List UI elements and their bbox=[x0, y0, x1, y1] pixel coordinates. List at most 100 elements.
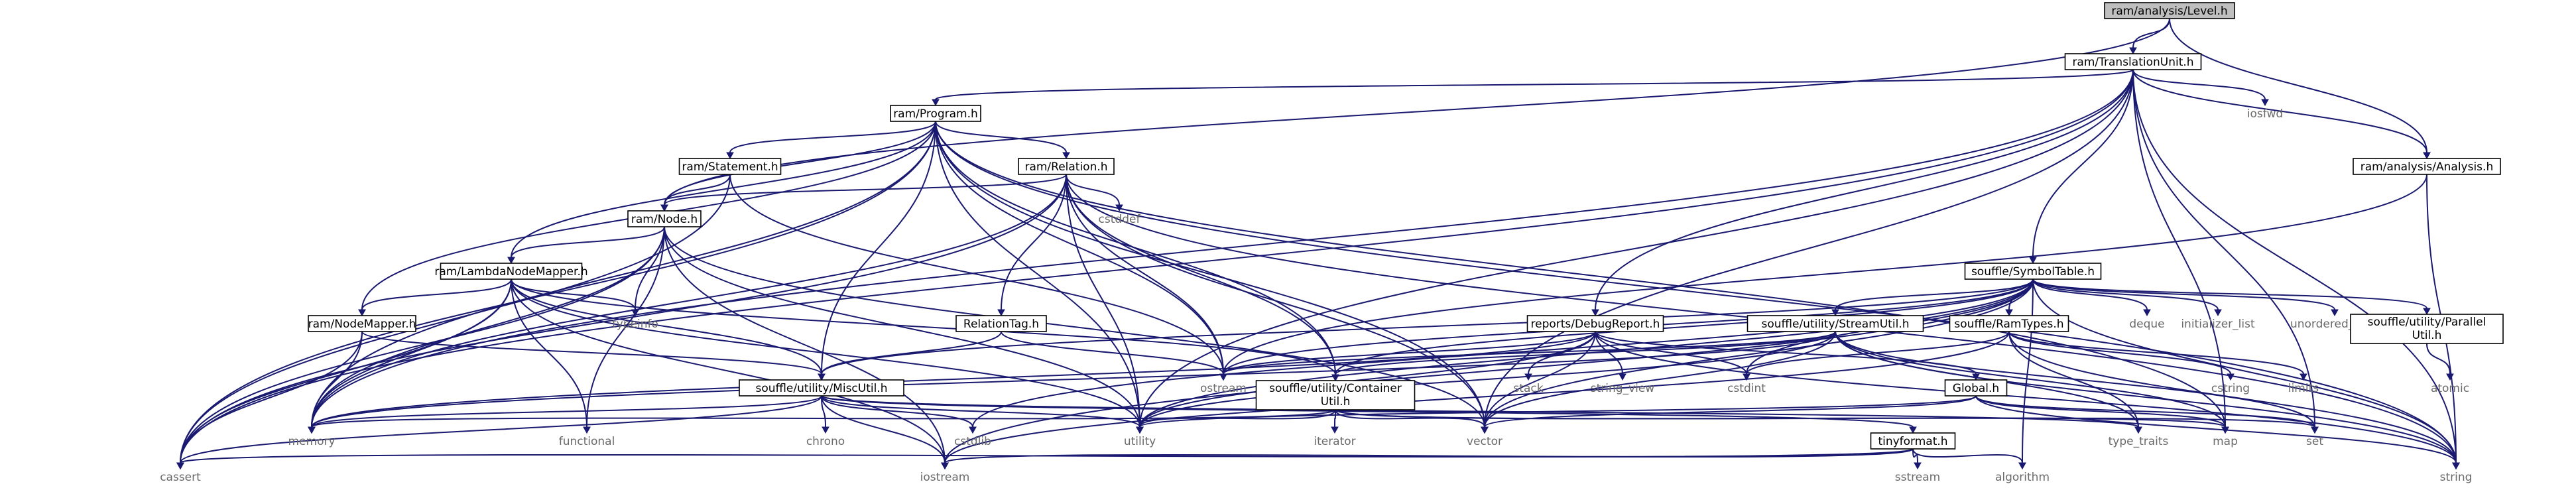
edge-tu-to-utility bbox=[1139, 69, 2134, 428]
node-label: stack bbox=[1513, 382, 1543, 395]
node-tinyformat[interactable]: tinyformat.h bbox=[1870, 432, 1956, 450]
edge-symtab-to-parallel bbox=[2032, 278, 2427, 309]
edge-arrowhead bbox=[2129, 47, 2137, 55]
edge-debug-to-vector bbox=[1484, 331, 1596, 428]
node-stream[interactable]: souffle/utility/StreamUtil.h bbox=[1747, 315, 1924, 332]
node-label: reports/DebugReport.h bbox=[1531, 318, 1660, 331]
node-cassert: cassert bbox=[160, 471, 201, 484]
edge-global-to-utility bbox=[1139, 395, 1977, 428]
edge-global-to-string bbox=[1975, 395, 2457, 463]
edge-statement-to-cassert bbox=[180, 174, 731, 463]
edge-reltag-to-ostream bbox=[1001, 331, 1224, 375]
node-misc[interactable]: souffle/utility/MiscUtil.h bbox=[739, 379, 904, 397]
edge-lnm-to-memory bbox=[311, 278, 512, 428]
node-deque: deque bbox=[2129, 318, 2164, 331]
node-box bbox=[2104, 2, 2235, 19]
node-label: limits bbox=[2288, 382, 2319, 395]
node-label: type_traits bbox=[2109, 435, 2169, 448]
edge-node-to-typeinfo bbox=[635, 226, 665, 310]
edge-nodemapper-to-memory bbox=[311, 331, 363, 428]
edge-program-to-relation bbox=[935, 121, 1067, 153]
node-global[interactable]: Global.h bbox=[1944, 379, 2008, 397]
node-node[interactable]: ram/Node.h bbox=[627, 210, 702, 227]
node-symtab[interactable]: souffle/SymbolTable.h bbox=[1964, 263, 2102, 280]
edge-arrowhead bbox=[2300, 373, 2307, 381]
node-nodemapper[interactable]: ram/NodeMapper.h bbox=[308, 315, 416, 332]
edge-arrowhead bbox=[818, 373, 826, 381]
edge-lnm-to-utility bbox=[511, 278, 1140, 428]
node-relation[interactable]: ram/Relation.h bbox=[1018, 158, 1115, 175]
edge-arrowhead bbox=[2423, 308, 2431, 316]
node-box bbox=[1018, 158, 1115, 175]
node-label: souffle/RamTypes.h bbox=[1954, 318, 2063, 331]
node-label: string_view bbox=[1591, 382, 1655, 395]
node-label: functional bbox=[559, 435, 615, 448]
edge-program-to-ostream bbox=[935, 121, 1224, 375]
edge-program-to-lnm bbox=[511, 121, 936, 258]
edge-arrowhead bbox=[2018, 462, 2026, 470]
edge-debug-to-stringview bbox=[1595, 331, 1623, 375]
edge-ramtypes-to-iostream bbox=[944, 331, 2010, 463]
edge-arrowhead bbox=[822, 426, 829, 434]
edge-arrowhead bbox=[660, 204, 668, 212]
node-label: deque bbox=[2129, 318, 2164, 331]
edge-global-to-map bbox=[1975, 395, 2226, 428]
node-label: Global.h bbox=[1953, 382, 1999, 395]
edge-container-to-set bbox=[1335, 409, 2315, 428]
edge-ramtypes-to-limits bbox=[2008, 331, 2304, 375]
edge-debug-to-ostream bbox=[1223, 331, 1596, 375]
edge-arrowhead bbox=[631, 309, 639, 317]
edge-node-to-cassert bbox=[180, 226, 665, 463]
node-ramtypes[interactable]: souffle/RamTypes.h bbox=[1949, 315, 2069, 332]
node-label: typeinfo bbox=[612, 318, 658, 331]
node-statement[interactable]: ram/Statement.h bbox=[678, 158, 782, 175]
node-label: Util.h bbox=[2412, 329, 2442, 342]
node-label: vector bbox=[1467, 435, 1503, 448]
edge-tu-to-set bbox=[2132, 69, 2315, 428]
node-label: cstdlib bbox=[954, 435, 991, 448]
node-level[interactable]: ram/analysis/Level.h bbox=[2104, 2, 2235, 19]
node-program[interactable]: ram/Program.h bbox=[890, 105, 981, 122]
nodes-layer: ram/analysis/Level.h ram/TranslationUnit.… bbox=[160, 2, 2504, 484]
node-box bbox=[890, 105, 981, 122]
node-label: sstream bbox=[1895, 471, 1940, 484]
node-label: tinyformat.h bbox=[1878, 435, 1947, 448]
edge-arrowhead bbox=[2134, 426, 2142, 434]
node-algorithm: algorithm bbox=[1995, 471, 2050, 484]
edge-relation-to-vector bbox=[1066, 174, 1485, 428]
node-lnm[interactable]: ram/LambdaNodeMapper.h bbox=[434, 263, 588, 280]
node-box bbox=[1526, 315, 1664, 332]
edge-stream-to-ostream bbox=[1223, 331, 1836, 375]
edge-arrowhead bbox=[2331, 309, 2339, 317]
node-label: souffle/utility/StreamUtil.h bbox=[1762, 318, 1910, 331]
edge-arrowhead bbox=[1591, 309, 1599, 317]
edge-arrowhead bbox=[1743, 373, 1750, 381]
node-label: memory bbox=[288, 435, 335, 448]
edge-arrowhead bbox=[969, 426, 977, 434]
edge-lnm-to-nodemapper bbox=[361, 278, 512, 310]
edge-stream-to-map bbox=[1835, 331, 2226, 428]
node-tu[interactable]: ram/TranslationUnit.h bbox=[2064, 53, 2202, 70]
edge-ramtypes-to-string bbox=[2008, 331, 2457, 463]
edge-global-to-vector bbox=[1484, 395, 1977, 428]
edge-debug-to-cstdint bbox=[1595, 331, 1747, 375]
edge-symtab-to-initlist bbox=[2032, 278, 2219, 310]
edge-symtab-to-stream bbox=[1835, 278, 2034, 310]
node-label: cstring bbox=[2211, 382, 2250, 395]
edges-layer bbox=[176, 18, 2460, 470]
node-label: cstddef bbox=[1099, 213, 1141, 226]
edge-statement-to-node bbox=[664, 174, 731, 206]
node-box bbox=[1964, 263, 2102, 280]
node-debug[interactable]: reports/DebugReport.h bbox=[1526, 315, 1664, 332]
node-reltag[interactable]: RelationTag.h bbox=[955, 315, 1047, 332]
edge-nodemapper-to-cassert bbox=[180, 331, 363, 463]
edge-arrowhead bbox=[2311, 426, 2319, 434]
edge-node-to-utility bbox=[664, 226, 1140, 428]
node-typeinfo: typeinfo bbox=[612, 318, 658, 331]
edge-misc-to-iostream bbox=[821, 395, 946, 463]
node-box bbox=[2350, 314, 2504, 344]
node-analysis[interactable]: ram/analysis/Analysis.h bbox=[2353, 158, 2501, 175]
node-label: utility bbox=[1124, 435, 1156, 448]
